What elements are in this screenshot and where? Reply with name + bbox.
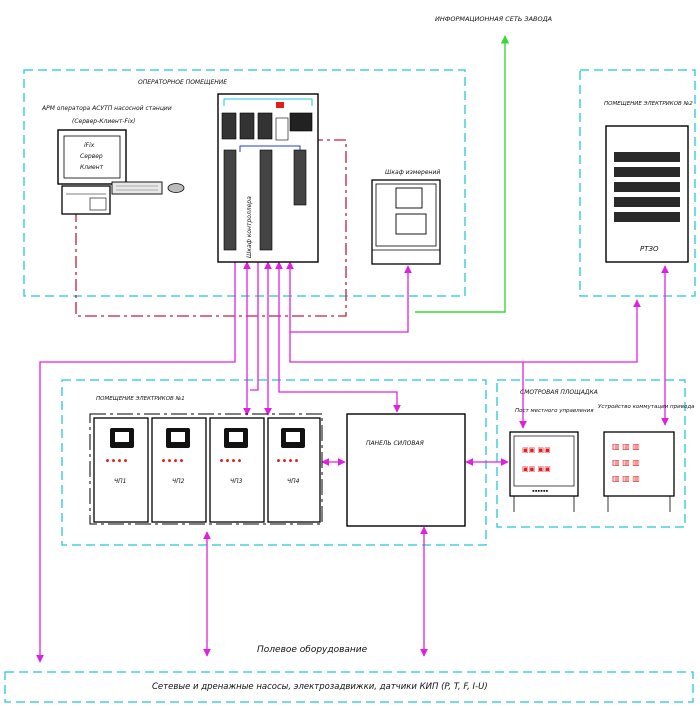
screen-line-1: iFix xyxy=(84,142,95,149)
local-control-post: Пост местного управления ▣▣ ▣▣ ▣▣ ▣▣ ▪▪▪… xyxy=(509,408,594,512)
vfd-3-label: ЧП3 xyxy=(230,478,243,485)
power-panel: ПАНЕЛЬ СИЛОВАЯ xyxy=(346,413,466,527)
vfd-group: ● ● ● ● ЧП1 ● ● ● ● ЧП2 ● ● ● ● ЧП3 ● ● … xyxy=(89,413,323,525)
vfd-4-indicators: ● ● ● ● xyxy=(277,458,298,464)
svg-text:▪▪▪▪▪▪: ▪▪▪▪▪▪ xyxy=(532,489,549,494)
vfd-2-indicators: ● ● ● ● xyxy=(162,458,183,464)
inspection-area-title: СМОТРОВАЯ ПЛОЩАДКА xyxy=(520,389,598,396)
monitor-screen xyxy=(63,135,121,179)
vfd-4: ● ● ● ● ЧП4 xyxy=(267,417,321,523)
electric-room-2-boundary xyxy=(579,69,696,297)
operator-workstation: АРМ оператора АСУТП насосной станции (Се… xyxy=(41,105,185,215)
vfd-1-label: ЧП1 xyxy=(114,478,126,485)
switching-device: Устройство коммутации привода ▥ ▥ ▥ ▥ ▥ … xyxy=(598,404,695,512)
rtzo-label: РТЗО xyxy=(640,245,659,253)
rtzo-cabinet: РТЗО xyxy=(605,125,689,263)
screen-line-3: Клиент xyxy=(80,164,104,171)
vfd-1: ● ● ● ● ЧП1 xyxy=(93,417,149,523)
breaker-row-3 xyxy=(614,182,680,192)
vfd-3: ● ● ● ● ЧП3 xyxy=(209,417,265,523)
bus-vfd-2 xyxy=(250,262,259,391)
field-equipment-description: Сетевые и дренажные насосы, электрозадви… xyxy=(152,682,488,692)
vfd-3-indicators: ● ● ● ● xyxy=(220,458,241,464)
workstation-sublabel: (Сервер-Клиент-Fix) xyxy=(72,118,136,125)
mouse-icon xyxy=(167,183,185,193)
measurement-cabinet-label: Шкаф измерений xyxy=(385,169,440,176)
breaker-row-4 xyxy=(614,197,680,207)
local-post-label: Пост местного управления xyxy=(515,408,594,414)
screen-line-2: Сервер xyxy=(80,153,103,160)
field-equipment-title: Полевое оборудование xyxy=(257,645,368,655)
bus-left-trunk xyxy=(36,262,236,663)
plant-network-label: ИНФОРМАЦИОННАЯ СЕТЬ ЗАВОДА xyxy=(435,15,552,23)
inspection-area-boundary xyxy=(496,379,686,528)
svg-text:▥ ▥ ▥: ▥ ▥ ▥ xyxy=(612,458,640,467)
svg-text:▣▣ ▣▣: ▣▣ ▣▣ xyxy=(522,446,551,454)
vfd-2: ● ● ● ● ЧП2 xyxy=(151,417,207,523)
bus-rtzo-a xyxy=(289,299,641,363)
bus-measure xyxy=(286,261,412,333)
field-equipment-boundary xyxy=(4,671,694,703)
vfd-4-label: ЧП4 xyxy=(287,478,300,485)
plant-network-line xyxy=(415,35,510,313)
vfd-2-label: ЧП2 xyxy=(172,478,185,485)
operator-room-title: ОПЕРАТОРНОЕ ПОМЕЩЕНИЕ xyxy=(138,79,227,86)
svg-text:▥ ▥ ▥: ▥ ▥ ▥ xyxy=(612,474,640,483)
system-unit xyxy=(61,185,111,215)
measurement-cabinet: Шкаф измерений xyxy=(371,169,441,265)
svg-text:▥ ▥ ▥: ▥ ▥ ▥ xyxy=(612,442,640,451)
svg-text:▣▣ ▣▣: ▣▣ ▣▣ xyxy=(522,465,551,473)
workstation-label: АРМ оператора АСУТП насосной станции xyxy=(41,105,172,112)
breaker-row-2 xyxy=(614,167,680,177)
vfd-1-indicators: ● ● ● ● xyxy=(106,458,127,464)
bus-panel xyxy=(275,261,401,413)
controller-cabinet: Шкаф контроллера xyxy=(217,93,319,263)
breaker-row-1 xyxy=(614,152,680,162)
breaker-row-5 xyxy=(614,212,680,222)
power-panel-label: ПАНЕЛЬ СИЛОВАЯ xyxy=(366,440,424,447)
keyboard-icon xyxy=(111,181,163,195)
switch-device-label: Устройство коммутации привода xyxy=(598,404,695,410)
electric-room-2-title: ПОМЕЩЕНИЕ ЭЛЕКТРИКОВ №2 xyxy=(604,101,693,107)
electric-room-1-title: ПОМЕЩЕНИЕ ЭЛЕКТРИКОВ №1 xyxy=(96,396,185,402)
controller-cabinet-label: Шкаф контроллера xyxy=(246,196,253,258)
